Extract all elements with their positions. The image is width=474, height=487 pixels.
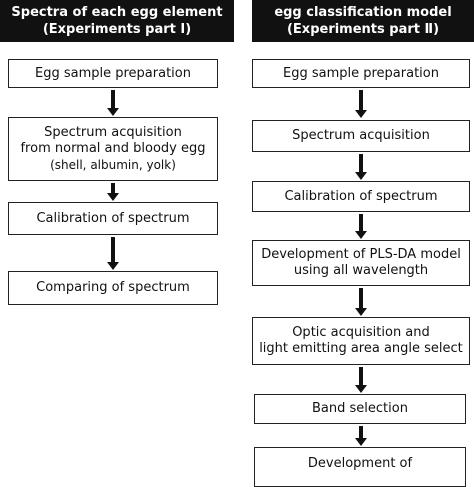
right-header: egg classification model (Experiments pa… <box>252 0 474 42</box>
right-arrow-2 <box>355 154 367 180</box>
left-header-title: Spectra of each egg element <box>11 5 223 20</box>
step-label: Spectrum acquisition <box>44 125 182 140</box>
right-step-calibration: Calibration of spectrum <box>252 181 470 212</box>
right-step-spectrum-acquisition: Spectrum acquisition <box>252 120 470 152</box>
left-step-sample-preparation: Egg sample preparation <box>8 59 218 88</box>
step-label: using all wavelength <box>293 263 429 278</box>
right-header-subtitle: (Experiments part Ⅱ) <box>286 22 440 37</box>
right-header-title: egg classification model <box>274 5 452 20</box>
step-label: Development of <box>307 456 413 471</box>
right-arrow-1 <box>355 90 367 118</box>
left-arrow-3 <box>107 237 119 270</box>
step-label: Egg sample preparation <box>283 65 439 81</box>
left-arrow-2 <box>107 183 119 201</box>
right-step-optic-acquisition: Optic acquisition and light emitting are… <box>252 317 470 365</box>
right-step-pls-da-model: Development of PLS-DA model using all wa… <box>252 240 470 286</box>
step-label: (shell, albumin, yolk) <box>50 158 176 172</box>
left-header: Spectra of each egg element (Experiments… <box>0 0 234 42</box>
step-label: light emitting area angle select <box>259 341 463 356</box>
right-arrow-6 <box>355 426 367 446</box>
left-step-comparing: Comparing of spectrum <box>8 271 218 305</box>
step-label: Band selection <box>312 401 408 416</box>
right-step-development: Development of <box>254 447 466 487</box>
step-label: Comparing of spectrum <box>36 280 190 295</box>
left-step-calibration: Calibration of spectrum <box>8 202 218 235</box>
step-label: Calibration of spectrum <box>36 210 190 226</box>
step-label: Egg sample preparation <box>35 65 191 81</box>
left-arrow-1 <box>107 90 119 116</box>
right-step-band-selection: Band selection <box>254 394 466 424</box>
step-label: Calibration of spectrum <box>284 188 438 204</box>
left-header-subtitle: (Experiments part Ⅰ) <box>42 22 192 37</box>
right-step-sample-preparation: Egg sample preparation <box>252 59 470 88</box>
step-label: Development of PLS-DA model <box>261 247 461 262</box>
step-label: Optic acquisition and <box>292 325 430 340</box>
right-arrow-3 <box>355 214 367 239</box>
left-step-spectrum-acquisition: Spectrum acquisition from normal and blo… <box>8 117 218 181</box>
step-label: Spectrum acquisition <box>292 128 430 143</box>
right-arrow-5 <box>355 367 367 393</box>
right-arrow-4 <box>355 288 367 316</box>
step-label: from normal and bloody egg <box>20 141 206 156</box>
